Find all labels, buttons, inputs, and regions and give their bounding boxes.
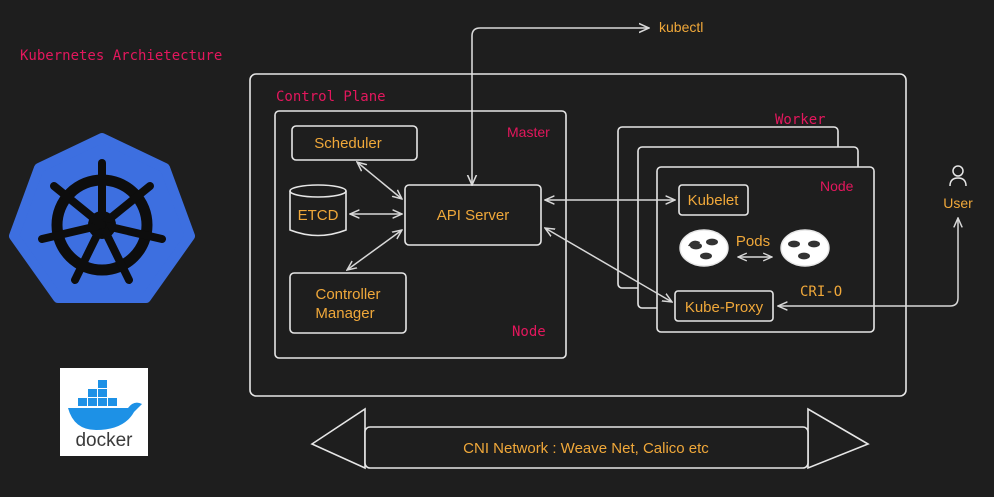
kubectl-connector bbox=[472, 28, 649, 185]
pod-group-left bbox=[679, 229, 729, 267]
kubernetes-logo bbox=[9, 133, 195, 303]
docker-logo: docker bbox=[60, 368, 148, 456]
api-server-box bbox=[404, 184, 542, 246]
kubelet-box bbox=[678, 184, 749, 216]
api-kubeproxy-connector bbox=[545, 228, 672, 302]
controller-api-connector bbox=[347, 230, 402, 270]
master-role-label: Master bbox=[507, 124, 550, 140]
user-connector bbox=[778, 218, 958, 306]
etcd-label: ETCD bbox=[298, 207, 339, 224]
scheduler-api-connector bbox=[357, 162, 402, 199]
cni-network-box bbox=[364, 426, 809, 469]
controller-manager-label-2: Manager bbox=[315, 305, 374, 322]
control-plane-label: Control Plane bbox=[276, 89, 386, 105]
runtime-label: CRI-O bbox=[800, 284, 842, 300]
controller-manager-box bbox=[289, 272, 407, 334]
scheduler-label: Scheduler bbox=[314, 135, 382, 152]
kube-proxy-box bbox=[674, 290, 774, 322]
diagram-title: Kubernetes Archietecture bbox=[20, 48, 222, 64]
docker-wordmark: docker bbox=[75, 430, 133, 451]
master-node-label: Node bbox=[512, 324, 546, 340]
worker-node-label: Node bbox=[820, 178, 854, 194]
worker-label: Worker bbox=[775, 112, 826, 128]
kubectl-label: kubectl bbox=[659, 19, 703, 35]
cni-network-arrow-right bbox=[807, 407, 870, 470]
cni-network-arrow bbox=[310, 407, 366, 470]
api-server-label: API Server bbox=[437, 207, 510, 224]
scheduler-box bbox=[291, 125, 418, 161]
controller-manager-label-1: Controller bbox=[315, 286, 380, 303]
user-icon bbox=[949, 165, 967, 187]
cni-network-label: CNI Network : Weave Net, Calico etc bbox=[463, 440, 709, 457]
pods-label: Pods bbox=[736, 233, 770, 250]
kube-proxy-label: Kube-Proxy bbox=[685, 299, 764, 316]
pod-group-right bbox=[780, 229, 830, 267]
user-label: User bbox=[943, 195, 973, 211]
kubelet-label: Kubelet bbox=[688, 192, 740, 209]
